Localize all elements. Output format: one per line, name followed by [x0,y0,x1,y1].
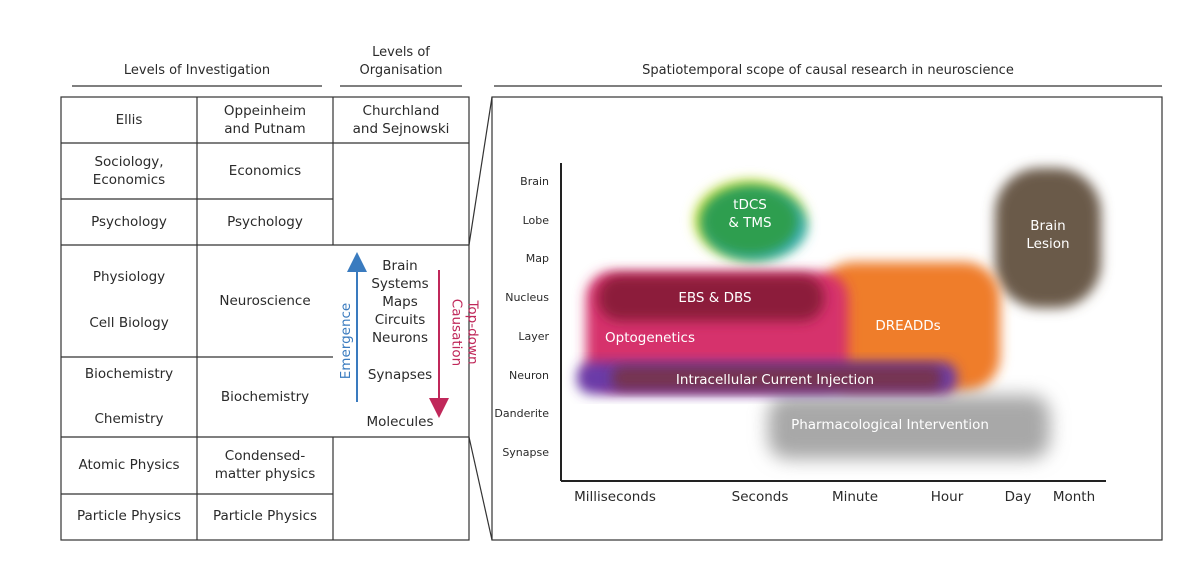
label-ebs-dbs: EBS & DBS [678,290,752,306]
cell-psychology-2: Psychology [227,214,303,230]
cell-neuroscience: Neuroscience [219,293,311,309]
cell-chemistry: Chemistry [94,411,164,427]
cell-cell-biology: Cell Biology [89,315,169,331]
cell-condensed-matter-physics: Condensed- matter physics [214,448,316,482]
cell-oppeinheim-putnam: Oppeinheim and Putnam [223,103,307,137]
cell-sociology-economics: Sociology, Economics [92,154,166,188]
y-tick-synapse: Synapse [502,446,549,459]
x-tick-minute: Minute [831,489,879,505]
x-tick-hour: Hour [930,489,964,505]
y-tick-nucleus: Nucleus [505,291,549,304]
cell-biochemistry-2: Biochemistry [220,389,310,405]
region-dreadds [818,262,1000,392]
label-intracellular-current-injection: Intracellular Current Injection [675,372,875,388]
cell-churchland-sejnowski: Churchland and Sejnowski [352,103,450,137]
region-pharmacological [768,395,1050,459]
level-molecules: Molecules [366,414,434,430]
y-tick-lobe: Lobe [522,214,549,227]
level-synapses: Synapses [367,367,433,383]
label-dreadds: DREADDs [875,318,941,334]
header-spatiotemporal-scope: Spatiotemporal scope of causal research … [642,63,1014,78]
label-pharmacological-intervention: Pharmacological Intervention [791,417,989,433]
label-optogenetics: Optogenetics [605,330,695,346]
cell-physiology: Physiology [92,269,166,285]
header-levels-of-investigation: Levels of Investigation [123,63,271,78]
region-intracellular-band [612,366,942,390]
region-brain-lesion [995,168,1101,308]
cell-psychology-1: Psychology [91,214,167,230]
level-neurons: Neurons [371,330,429,346]
level-systems: Systems [371,276,429,292]
cell-economics: Economics [228,163,302,179]
label-topdown-causation-1: Top-down [464,300,481,365]
cell-particle-physics-2: Particle Physics [212,508,318,524]
y-tick-brain: Brain [520,175,549,188]
header-levels-of-organisation-line2: Organisation [359,63,443,78]
label-brain-lesion: Brain Lesion [1026,218,1070,252]
y-tick-neuron: Neuron [509,369,549,382]
cell-ellis: Ellis [115,112,143,128]
region-ebs-dbs [598,275,824,321]
x-tick-day: Day [1004,489,1032,505]
cell-atomic-physics: Atomic Physics [78,457,180,473]
x-tick-seconds: Seconds [731,489,789,505]
region-tdcs [700,185,800,257]
x-tick-milliseconds: Milliseconds [574,489,656,505]
level-brain: Brain [382,258,418,274]
level-circuits: Circuits [374,312,426,328]
label-tdcs-tms: tDCS & TMS [728,197,772,231]
cell-particle-physics-1: Particle Physics [76,508,182,524]
label-emergence: Emergence [338,302,354,380]
y-tick-danderite: Danderite [494,407,549,420]
level-maps: Maps [382,294,418,310]
label-topdown-causation-2: Causation [448,298,465,367]
y-tick-layer: Layer [518,330,549,343]
y-tick-map: Map [525,252,549,265]
x-tick-month: Month [1052,489,1096,505]
header-levels-of-organisation-line1: Levels of [372,45,430,60]
cell-biochemistry-1: Biochemistry [84,366,174,382]
